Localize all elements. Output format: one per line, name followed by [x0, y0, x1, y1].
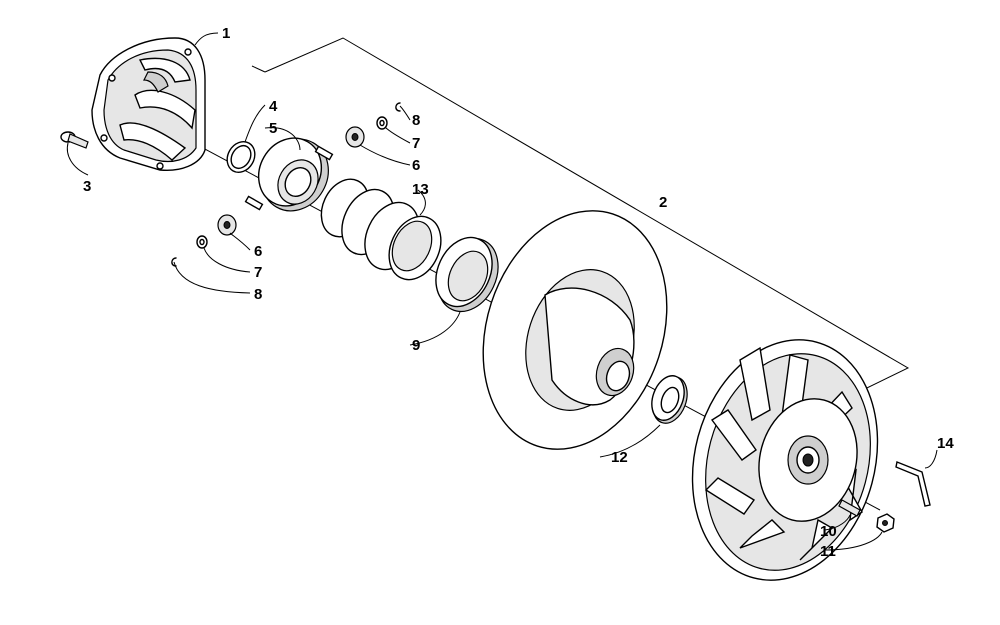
part-1-spider-cover [91, 37, 206, 172]
callout-2: 2 [659, 194, 667, 211]
callout-13: 13 [412, 181, 429, 198]
part-8-clip-upper [395, 102, 401, 112]
part-14-hex-key [895, 461, 931, 507]
callout-9: 9 [412, 337, 420, 354]
leader-lines [66, 32, 938, 551]
callout-8-upper: 8 [412, 112, 420, 129]
part-13-spring [320, 178, 442, 281]
part-3-screw [60, 131, 89, 149]
assembly-bracket [251, 37, 910, 403]
part-7-washer-upper [376, 116, 388, 130]
part-8-clip-lower [171, 257, 177, 267]
callout-10: 10 [820, 523, 837, 540]
part-9-seal [435, 236, 499, 313]
part-6-roller-lower [217, 214, 237, 236]
part-12-bushing [651, 375, 688, 424]
callout-4: 4 [269, 98, 278, 115]
part-6-roller-upper [345, 126, 365, 148]
callout-7-lower: 7 [254, 264, 262, 281]
callout-1: 1 [222, 25, 230, 42]
callout-11: 11 [820, 543, 836, 560]
fixed-sheave [691, 339, 879, 581]
callout-labels: 1 2 3 4 5 6 6 7 7 8 8 9 10 11 12 13 14 [83, 25, 954, 560]
callout-5: 5 [269, 120, 277, 137]
callout-8-lower: 8 [254, 286, 262, 303]
callout-6-lower: 6 [254, 243, 262, 260]
part-5-hub [244, 137, 334, 212]
callout-12: 12 [611, 449, 628, 466]
callout-14: 14 [937, 435, 954, 452]
part-10-pin [838, 499, 861, 517]
callout-7-upper: 7 [412, 135, 420, 152]
part-11-nut [876, 513, 895, 533]
part-4-ring [226, 140, 256, 174]
part-2-sheave [482, 210, 668, 450]
callout-3: 3 [83, 178, 91, 195]
part-7-washer-lower [196, 235, 208, 249]
callout-6-upper: 6 [412, 157, 420, 174]
